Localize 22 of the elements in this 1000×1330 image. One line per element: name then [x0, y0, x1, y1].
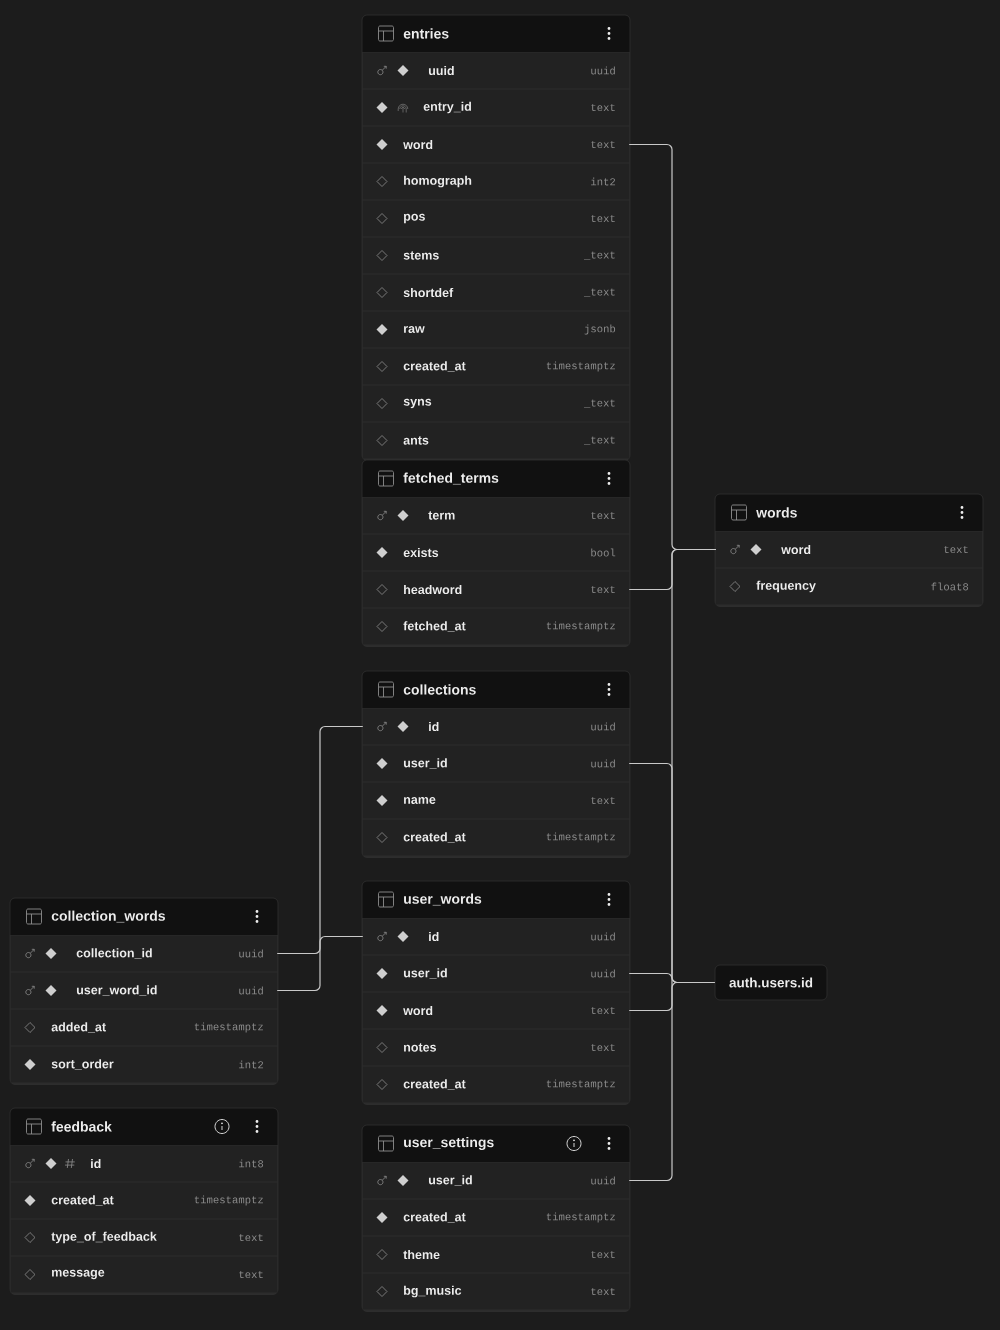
column-name: bg_music [404, 1285, 462, 1298]
connector-line [628, 548, 717, 1012]
column-name: word [781, 544, 811, 555]
connector-line [628, 981, 716, 1182]
column-type: float8 [931, 582, 969, 591]
column-type: text [239, 1233, 263, 1242]
column-name: type_of_feedback [51, 1231, 157, 1244]
table-title: words [756, 507, 797, 518]
column-name: user_id [428, 1175, 472, 1186]
column-name: created_at [403, 1212, 466, 1223]
column-name: created_at [51, 1195, 114, 1206]
column-name: frequency [756, 580, 816, 593]
column-type: timestamptz [194, 1195, 263, 1206]
column-type: text [591, 1250, 615, 1259]
column-type: timestamptz [546, 1212, 615, 1223]
column-type: text [591, 1287, 615, 1296]
reference-box: auth.users.id [714, 964, 828, 1001]
column-name: theme [403, 1249, 440, 1260]
column-type: text [944, 545, 968, 554]
column-type: text [239, 1270, 263, 1279]
column-name: message [52, 1269, 105, 1280]
column-type: uuid [591, 1176, 615, 1185]
